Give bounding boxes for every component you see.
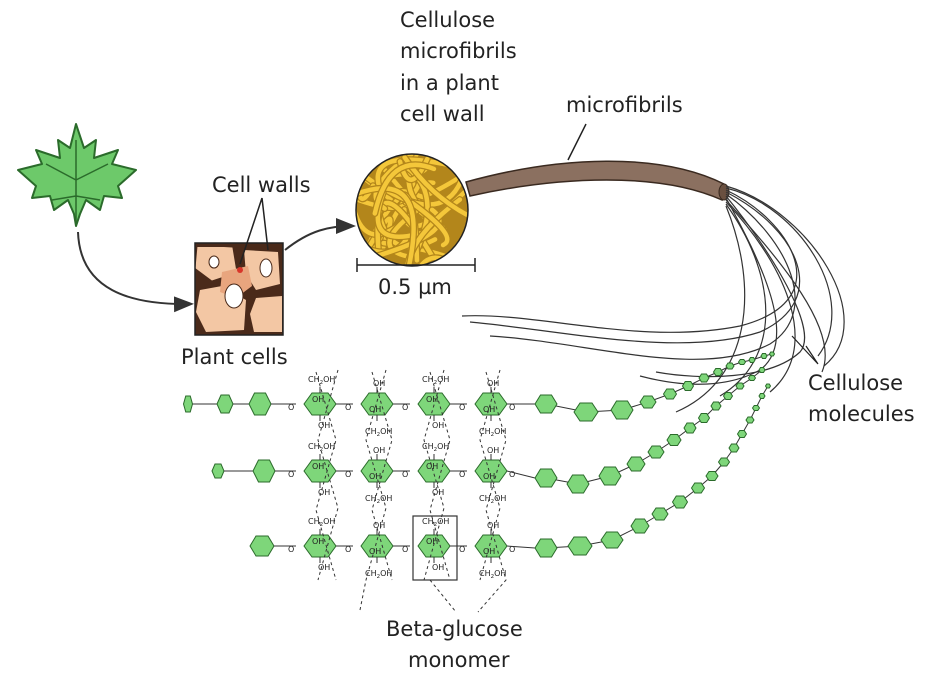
svg-text:OH: OH — [373, 521, 385, 530]
svg-text:O: O — [345, 545, 351, 554]
label-cellulose-microfibrils-3: in a plant — [400, 71, 499, 95]
svg-text:OH: OH — [432, 563, 444, 572]
svg-text:O: O — [288, 470, 294, 479]
svg-text:OH: OH — [483, 472, 495, 481]
label-cell-walls: Cell walls — [212, 173, 311, 197]
svg-text:O: O — [459, 403, 465, 412]
svg-text:CH2OH: CH2OH — [308, 375, 335, 386]
beta-glucose-highlight-box — [412, 515, 458, 581]
svg-text:OH: OH — [432, 421, 444, 430]
label-cellulose-microfibrils-2: microfibrils — [400, 39, 517, 63]
svg-text:CH2OH: CH2OH — [422, 375, 449, 386]
svg-text:OH: OH — [426, 462, 438, 471]
svg-text:O: O — [402, 545, 408, 554]
svg-text:OH: OH — [369, 405, 381, 414]
svg-text:OH: OH — [318, 488, 330, 497]
svg-text:CH2OH: CH2OH — [479, 494, 506, 505]
maple-leaf-icon — [17, 123, 137, 227]
svg-text:CH2OH: CH2OH — [479, 569, 506, 580]
svg-text:OH: OH — [369, 472, 381, 481]
svg-text:O: O — [345, 403, 351, 412]
label-cellulose-molecules-1: Cellulose — [808, 371, 903, 395]
svg-text:OH: OH — [312, 537, 324, 546]
svg-text:CH2OH: CH2OH — [479, 427, 506, 438]
svg-text:O: O — [402, 470, 408, 479]
svg-text:CH2OH: CH2OH — [308, 442, 335, 453]
label-cellulose-molecules-2: molecules — [808, 402, 915, 426]
label-cellulose-microfibrils-4: cell wall — [400, 102, 485, 126]
arrow-cells-to-microfibrils — [284, 218, 356, 251]
svg-text:OH: OH — [312, 462, 324, 471]
label-beta-glucose-2: monomer — [408, 648, 510, 672]
svg-text:CH2OH: CH2OH — [422, 442, 449, 453]
svg-text:O: O — [288, 545, 294, 554]
svg-text:OH: OH — [369, 547, 381, 556]
svg-text:CH2OH: CH2OH — [365, 427, 392, 438]
cellulose-strands — [461, 185, 845, 413]
svg-text:OH: OH — [487, 446, 499, 455]
label-beta-glucose-1: Beta-glucose — [386, 617, 523, 641]
svg-text:OH: OH — [487, 521, 499, 530]
beta-glucose-pointer — [429, 579, 457, 613]
svg-text:OH: OH — [487, 379, 499, 388]
svg-text:OH: OH — [373, 379, 385, 388]
plant-cells-image — [194, 242, 284, 336]
svg-text:O: O — [509, 470, 515, 479]
svg-text:O: O — [459, 545, 465, 554]
svg-text:OH: OH — [312, 395, 324, 404]
svg-text:OH: OH — [318, 563, 330, 572]
microfibrils-pointer — [567, 123, 587, 161]
svg-text:O: O — [459, 470, 465, 479]
cellulose-molecules-pointer — [791, 335, 819, 365]
svg-text:OH: OH — [318, 421, 330, 430]
svg-text:CH2OH: CH2OH — [308, 517, 335, 528]
svg-text:O: O — [509, 403, 515, 412]
svg-text:CH2OH: CH2OH — [365, 494, 392, 505]
microfibril-circle-image — [355, 153, 469, 267]
svg-text:O: O — [509, 545, 515, 554]
label-cellulose-microfibrils-1: Cellulose — [400, 8, 495, 32]
svg-text:OH: OH — [426, 537, 438, 546]
svg-text:OH: OH — [483, 405, 495, 414]
cell-walls-pointer — [239, 197, 269, 265]
svg-text:CH2OH: CH2OH — [365, 569, 392, 580]
svg-text:CH2OH: CH2OH — [422, 517, 449, 528]
svg-text:OH: OH — [483, 547, 495, 556]
svg-text:O: O — [345, 470, 351, 479]
label-scale: 0.5 µm — [378, 275, 452, 299]
svg-text:O: O — [402, 403, 408, 412]
scale-bar — [356, 258, 476, 272]
svg-text:OH: OH — [426, 395, 438, 404]
svg-text:O: O — [288, 403, 294, 412]
svg-text:OH: OH — [432, 488, 444, 497]
arrow-leaf-to-cells — [77, 231, 194, 313]
hydrogen-bond-lines — [315, 369, 507, 613]
svg-text:OH: OH — [373, 446, 385, 455]
glucose-chains: O CH2OH OH OH O OH OH CH2OH O CH2OH OH OH O OH OH CH2OH… — [182, 351, 776, 580]
label-plant-cells: Plant cells — [181, 345, 288, 369]
microfibril-cable — [465, 160, 730, 202]
label-microfibrils: microfibrils — [566, 93, 683, 117]
